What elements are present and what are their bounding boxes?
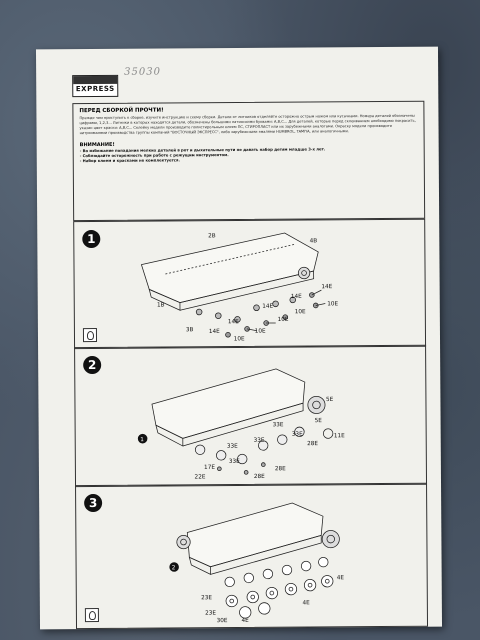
- part-label: 10E: [255, 329, 266, 335]
- brand-logo-text: EXPRESS: [75, 84, 115, 94]
- part-label: 2B: [208, 233, 216, 239]
- part-label: 23E: [201, 595, 212, 601]
- handwritten-number: 35030: [124, 66, 161, 78]
- part-label: 3B: [186, 327, 194, 333]
- part-label: 33E: [227, 444, 238, 450]
- part-label: 33E: [292, 432, 303, 438]
- intro-title: ПЕРЕД СБОРКОЙ ПРОЧТИ!: [79, 107, 164, 115]
- part-label: 11E: [334, 433, 345, 439]
- sub-assembly-number: 1: [140, 437, 144, 443]
- part-label: 4E: [241, 618, 249, 624]
- step-2-panel: 2: [74, 344, 428, 488]
- intro-text: Прежде чем приступить к сборке, изучите …: [79, 113, 416, 136]
- part-label: 33E: [273, 422, 284, 428]
- part-label: 10E: [234, 336, 245, 342]
- part-label: 17E: [204, 465, 215, 471]
- sub-assembly-number: 2: [172, 565, 176, 571]
- glue-icon: [82, 327, 98, 343]
- instruction-sheet: 35030 EXPRESS ПЕРЕД СБОРКОЙ ПРОЧТИ! Преж…: [35, 46, 443, 630]
- brand-logo: EXPRESS: [72, 74, 119, 98]
- part-label: 14E: [262, 304, 273, 310]
- part-label: 28E: [307, 441, 318, 447]
- part-label: 23E: [205, 610, 216, 616]
- part-label: 28E: [254, 474, 265, 480]
- warning-line: - Набор клеем и красками не комплектуетс…: [79, 157, 180, 164]
- intro-section: ПЕРЕД СБОРКОЙ ПРОЧТИ! Прежде чем приступ…: [72, 100, 426, 222]
- step-3-panel: 3: [75, 482, 429, 630]
- part-label: 4E: [337, 575, 345, 581]
- part-label: 14E: [291, 294, 302, 300]
- part-label: 14E: [209, 329, 220, 335]
- part-label: 10E: [278, 317, 289, 323]
- part-label: 14E: [321, 284, 332, 290]
- part-label: 28E: [275, 466, 286, 472]
- step-1-panel: 1: [73, 218, 427, 350]
- part-label: 1B: [157, 303, 165, 309]
- part-label: 4E: [303, 600, 311, 606]
- part-label: 33E: [254, 438, 265, 444]
- part-label: 33E: [229, 459, 240, 465]
- part-label: 10E: [295, 309, 306, 315]
- part-label: 10E: [327, 301, 338, 307]
- glue-icon: [84, 607, 99, 623]
- part-label: 4B: [310, 238, 318, 244]
- part-label: 5E: [315, 418, 323, 424]
- part-label: 5E: [326, 397, 334, 403]
- part-label: 30E: [217, 618, 228, 624]
- step-3-diagram: 2 23E 23E 30E 4E 4E 4E: [169, 502, 345, 624]
- part-label: 22E: [195, 474, 206, 480]
- step-2-diagram: 1 5E 5E 11E 28E 33E 33E 33E 33E 33E 17E …: [137, 368, 345, 480]
- part-label: 14E: [228, 319, 239, 325]
- step-1-diagram: 2B 4B 1B 3B 14E 10E 14E 10E 14E 10E 14E …: [140, 232, 339, 342]
